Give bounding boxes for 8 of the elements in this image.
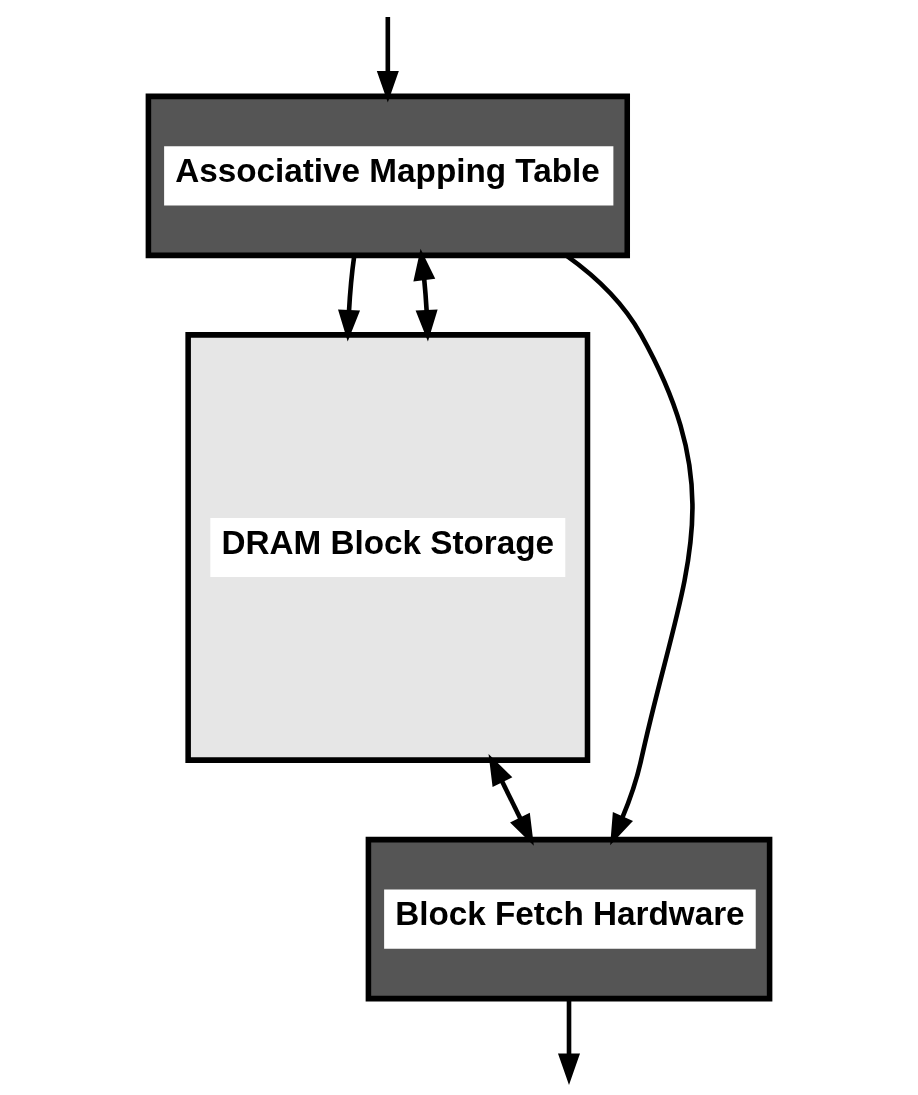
node-box: Block Fetch Hardware [365,836,773,1002]
node-box: Associative Mapping Table [145,93,630,259]
arrow [488,753,534,846]
arrow [376,17,399,103]
node-box: DRAM Block Storage [185,332,591,763]
arrow [338,255,361,342]
arrow [558,998,581,1085]
arrow [413,248,438,342]
